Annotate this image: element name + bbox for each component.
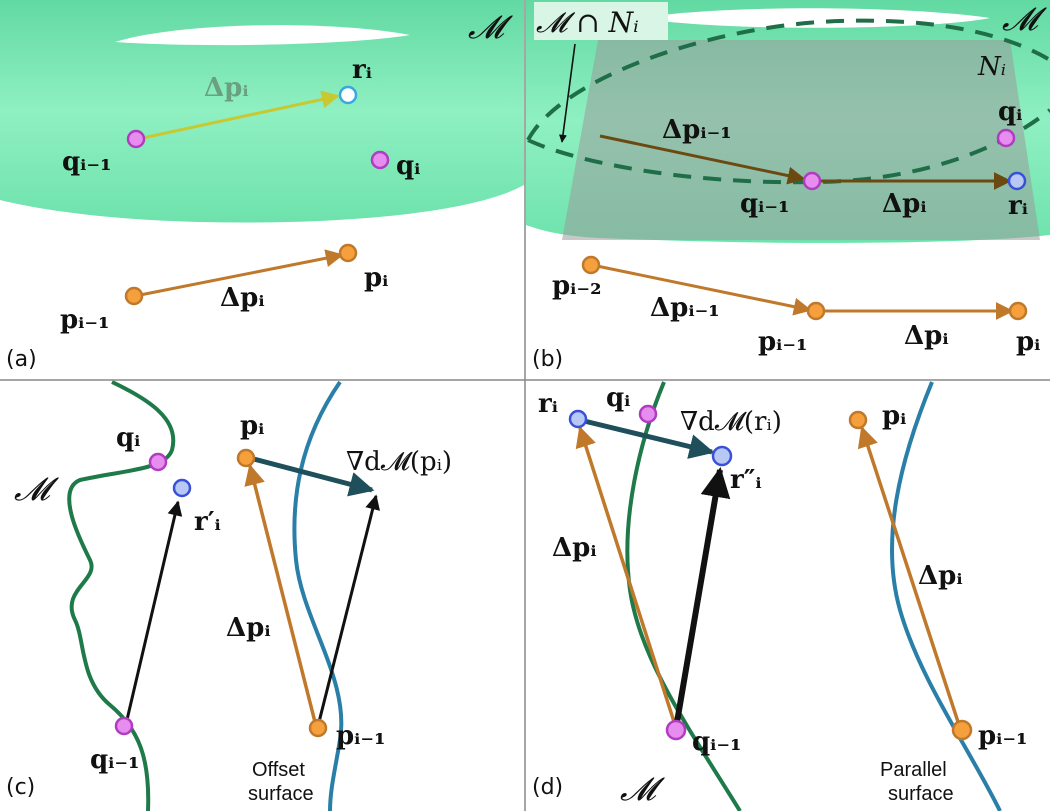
delta-p-arrow <box>244 463 318 727</box>
manifold-curve <box>625 381 742 811</box>
arrow-p-prev-to-grad <box>316 494 380 727</box>
r-i-label: rᵢ <box>1008 191 1028 221</box>
panel-tag-a: (a) <box>6 347 37 372</box>
panel-d: rᵢ qᵢ ∇d𝓜(rᵢ) r″ᵢ Δpᵢ qᵢ₋₁ 𝓜 pᵢ Δpᵢ pᵢ₋₁… <box>532 381 1028 811</box>
delta-p-arrow-right <box>857 426 962 729</box>
point-p-i <box>848 410 868 430</box>
panel-tag-c: (c) <box>6 775 35 800</box>
delta-p-prev-arrow-top <box>599 134 806 185</box>
panel-b: 𝓜 ∩ Nᵢ 𝓜 Nᵢ qᵢ Δpᵢ₋₁ qᵢ₋₁ Δpᵢ rᵢ pᵢ₋₂ Δp… <box>526 0 1050 372</box>
q-i-minus-1-label: qᵢ₋₁ <box>740 189 790 219</box>
offset-surface-label-line2: surface <box>248 783 314 805</box>
point-p-i-minus-1 <box>806 301 826 321</box>
delta-p-label-top: Δpᵢ <box>204 73 249 103</box>
point-q-i <box>148 452 168 472</box>
point-q-i <box>996 128 1016 148</box>
point-p-i <box>236 448 256 468</box>
q-i-minus-1-label: qᵢ₋₁ <box>692 727 742 757</box>
r-dprime-label: r″ᵢ <box>730 465 762 495</box>
p-i-minus-2-label: pᵢ₋₂ <box>552 271 602 301</box>
p-i-minus-1-label: pᵢ₋₁ <box>60 305 110 335</box>
point-p-i-minus-2 <box>581 255 601 275</box>
delta-p-arrow-left <box>575 425 678 729</box>
r-i-label: rᵢ <box>352 55 372 85</box>
q-i-label: qᵢ <box>998 97 1022 127</box>
p-i-label: pᵢ <box>1016 327 1040 357</box>
delta-p-label-right: Δpᵢ <box>918 561 963 591</box>
delta-p-prev-label-bottom: Δpᵢ₋₁ <box>650 293 720 323</box>
intersection-curve <box>526 18 1050 185</box>
grad-label: ∇d𝓜(rᵢ) <box>680 407 782 437</box>
point-p-i <box>1008 301 1028 321</box>
point-r-i <box>568 409 588 429</box>
point-q-i-minus-1 <box>665 719 687 741</box>
delta-p-label-left: Δpᵢ <box>552 533 597 563</box>
point-p-i <box>338 243 358 263</box>
intersection-label-bg <box>534 2 668 40</box>
panel-a: 𝓜 Δpᵢ rᵢ qᵢ₋₁ qᵢ pᵢ₋₁ pᵢ Δpᵢ (a) <box>0 0 524 372</box>
q-i-label: qᵢ <box>606 383 630 413</box>
delta-p-arrow-yellow <box>137 90 340 141</box>
point-r-prime <box>172 478 192 498</box>
point-p-i-minus-1 <box>951 719 973 741</box>
delta-p-label-bottom: Δpᵢ <box>220 283 265 313</box>
panel-tag-d: (d) <box>532 775 563 800</box>
intersection-label: 𝓜 ∩ Nᵢ <box>536 6 639 39</box>
manifold-curve <box>67 380 176 811</box>
manifold-label: 𝓜 <box>14 470 59 508</box>
grad-arrow <box>249 455 375 497</box>
p-i-minus-1-label: pᵢ₋₁ <box>758 327 808 357</box>
grad-label: ∇d𝓜(pᵢ) <box>346 447 452 477</box>
r-prime-label: r′ᵢ <box>194 507 221 537</box>
arrow-q-to-r-dprime <box>673 467 731 729</box>
point-q-i-minus-1 <box>802 171 822 191</box>
plane-label: Nᵢ <box>977 52 1006 82</box>
parallel-surface-label-line1: Parallel <box>880 759 947 781</box>
point-r-i <box>1007 171 1027 191</box>
delta-p-arrow-bottom <box>134 249 344 298</box>
manifold-label: 𝓜 <box>620 770 665 808</box>
p-i-label: pᵢ <box>240 411 264 441</box>
p-i-label: pᵢ <box>882 401 906 431</box>
parallel-surface-curve <box>890 381 1002 811</box>
torus-hole <box>115 25 410 46</box>
p-i-minus-1-label: pᵢ₋₁ <box>978 721 1028 751</box>
q-i-minus-1-label: qᵢ₋₁ <box>62 147 112 177</box>
point-r-i <box>338 85 358 105</box>
point-q-i-minus-1 <box>114 716 134 736</box>
panel-tag-b: (b) <box>532 347 563 372</box>
point-p-i-minus-1 <box>124 286 144 306</box>
q-i-label: qᵢ <box>396 151 420 181</box>
arrow-q-to-r-prime <box>124 500 183 725</box>
q-i-minus-1-label: qᵢ₋₁ <box>90 745 140 775</box>
parallel-surface-label-line2: surface <box>888 783 954 805</box>
point-q-i-minus-1 <box>126 129 146 149</box>
p-i-minus-1-label: pᵢ₋₁ <box>336 721 386 751</box>
delta-p-label-bottom: Δpᵢ <box>904 321 949 351</box>
grad-arrow <box>579 417 715 459</box>
tangent-plane <box>562 40 1040 240</box>
panel-c: 𝓜 qᵢ r′ᵢ qᵢ₋₁ pᵢ ∇d𝓜(pᵢ) Δpᵢ pᵢ₋₁ Offset… <box>6 380 452 811</box>
offset-surface-label-line1: Offset <box>252 759 305 781</box>
delta-p-prev-label-top: Δpᵢ₋₁ <box>662 115 732 145</box>
q-i-label: qᵢ <box>116 423 140 453</box>
offset-surface-curve <box>292 380 344 811</box>
delta-p-label: Δpᵢ <box>226 613 271 643</box>
point-q-i <box>638 404 658 424</box>
point-r-dprime <box>711 445 733 467</box>
point-p-i-minus-1 <box>308 718 328 738</box>
r-i-label: rᵢ <box>538 389 558 419</box>
intersection-pointer <box>558 43 576 143</box>
point-q-i <box>370 150 390 170</box>
delta-p-label-top: Δpᵢ <box>882 189 927 219</box>
p-i-label: pᵢ <box>364 263 388 293</box>
delta-p-prev-arrow-bottom <box>591 263 812 316</box>
